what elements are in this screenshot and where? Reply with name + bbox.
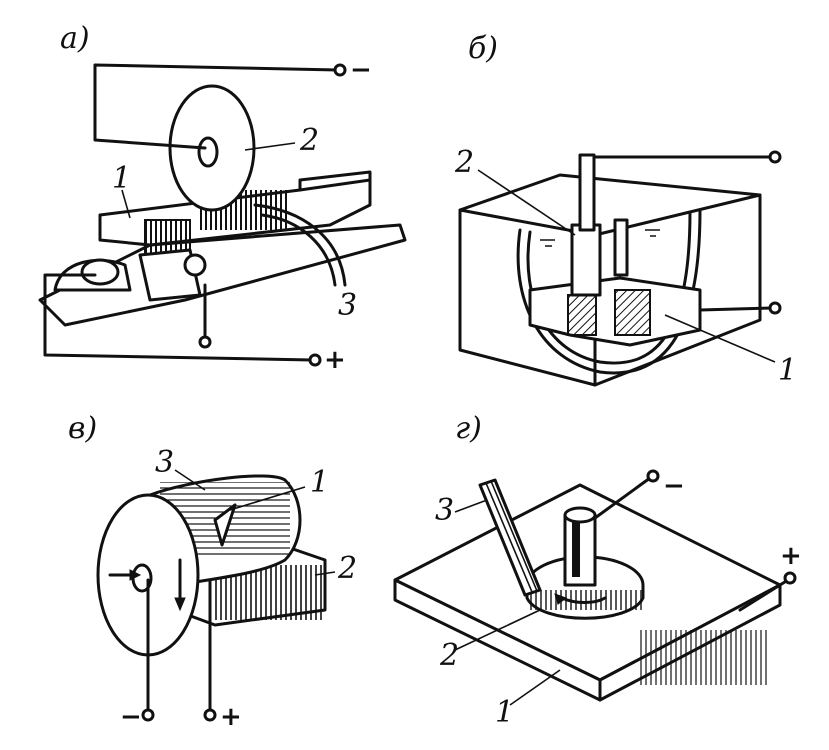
panel-g-letter: г) bbox=[455, 411, 482, 446]
panel-v-negative-sign: − bbox=[120, 702, 142, 732]
panel-v-positive-terminal bbox=[203, 708, 217, 722]
panel-g-negative-terminal bbox=[646, 469, 660, 483]
panel-a-label-1: 1 bbox=[112, 161, 131, 196]
panel-g-positive-sign: + bbox=[780, 541, 802, 571]
panel-g-positive-terminal bbox=[783, 571, 797, 585]
panel-g: г) − + 3 2 1 bbox=[393, 411, 802, 730]
panel-g-negative-wire bbox=[593, 476, 652, 520]
panel-g-label-3: 3 bbox=[435, 493, 454, 528]
panel-b: б) 2 1 bbox=[454, 31, 797, 388]
panel-a-positive-wire bbox=[43, 273, 314, 362]
panel-g-negative-sign: − bbox=[663, 471, 685, 501]
panel-g-nozzle bbox=[478, 478, 542, 597]
panel-b-electrode bbox=[570, 223, 602, 297]
panel-a-electrolyte-stream bbox=[253, 203, 347, 287]
panel-b-side-terminal bbox=[768, 301, 782, 315]
panel-a-clamp-bolt bbox=[183, 253, 207, 277]
panel-v-label-2: 2 bbox=[337, 551, 357, 586]
panel-a-positive-sign: + bbox=[324, 345, 346, 375]
panel-v-label-3: 3 bbox=[155, 445, 174, 480]
panel-b-label-1: 1 bbox=[778, 353, 797, 388]
panel-a-label-3: 3 bbox=[338, 288, 357, 323]
panel-v-label-1: 1 bbox=[310, 465, 329, 500]
panel-a-label-2: 2 bbox=[299, 123, 319, 158]
panel-v-letter: в) bbox=[68, 411, 97, 446]
panel-b-side-wire bbox=[698, 306, 774, 312]
panel-a-negative-sign: − bbox=[350, 55, 372, 85]
panel-g-label-1: 1 bbox=[495, 695, 514, 730]
panel-a: а) − + 1 2 3 bbox=[38, 21, 407, 375]
panel-a-letter: а) bbox=[60, 21, 90, 56]
panel-v-positive-sign: + bbox=[220, 702, 242, 732]
panel-a-hatched-block bbox=[144, 219, 191, 256]
panel-g-label-2: 2 bbox=[439, 638, 459, 673]
panel-a-negative-terminal bbox=[333, 63, 347, 77]
panel-b-electrode-rod bbox=[578, 153, 596, 232]
panel-b-label-2: 2 bbox=[454, 145, 474, 180]
panel-b-letter: б) bbox=[468, 31, 498, 66]
panel-v-negative-terminal bbox=[141, 708, 155, 722]
panel-v: в) − + 3 1 2 bbox=[68, 411, 357, 732]
panel-a-negative-wire bbox=[93, 63, 340, 150]
panel-b-top-terminal bbox=[768, 150, 782, 164]
panel-a-disc-axle bbox=[197, 136, 219, 168]
panel-a-positive-terminal bbox=[308, 353, 322, 367]
panel-g-positive-wire bbox=[738, 578, 790, 612]
panel-v-electrolyte-jet bbox=[213, 503, 237, 547]
